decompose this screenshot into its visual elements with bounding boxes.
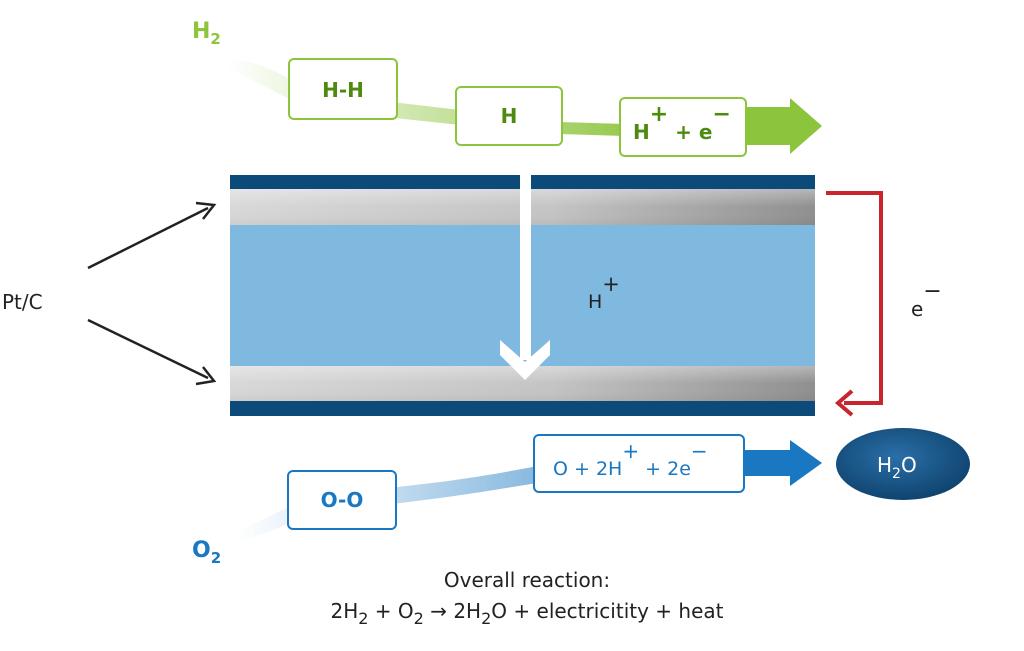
external-circuit: e− [826, 191, 942, 417]
reduction-electron-charge: − [691, 439, 708, 463]
reduction-o-2h: O + 2H [553, 458, 622, 480]
oxygen-arrow-head [745, 440, 822, 486]
proton-h: H [633, 120, 650, 144]
water-h: H [877, 453, 892, 477]
h-h-box [288, 58, 398, 120]
overall-reaction: Overall reaction: 2H2 + O2 → 2H2O + elec… [331, 568, 724, 628]
hydrogen-flow-band [225, 58, 625, 136]
catalyst-callout: Pt/C [2, 201, 217, 386]
water-subscript: 2 [892, 466, 901, 482]
proton-electron-label: H+ + e− [633, 102, 731, 144]
catalyst-pointer-top-head [195, 201, 217, 220]
water-bubble [836, 428, 970, 500]
reduction-box [533, 434, 745, 493]
water-o: O [901, 453, 917, 477]
o2-subscript: 2 [211, 549, 221, 567]
proton-symbol-charge: + [602, 272, 620, 296]
eq-water-sub: 2 [481, 609, 491, 628]
membrane-assembly: H+ [230, 175, 815, 416]
h2-base: H [192, 19, 210, 44]
eq-o-sub: 2 [414, 609, 424, 628]
proton-label: H+ [588, 272, 620, 313]
o-o-box [287, 470, 397, 530]
reduction-2e: + 2e [639, 458, 691, 480]
anode-plate-left [230, 175, 520, 189]
eq-2h: 2H [331, 599, 359, 623]
hydrogen-molecule-label: H2 [192, 19, 221, 48]
plus-e: + e [668, 120, 712, 144]
oxygen-path: O2 O-O O + 2H+ + 2e− [192, 434, 822, 567]
reduction-proton-charge: + [622, 439, 639, 463]
hydrogen-path: H2 H-H H H+ + e− [192, 19, 822, 157]
catalyst-pointer-bottom-head [195, 366, 217, 386]
proton-arrow-gap [520, 175, 531, 189]
anode-plate-right [531, 175, 815, 189]
proton-arrow-head [500, 340, 550, 380]
hydrogen-arrow-head [745, 98, 822, 154]
eq-2h-sub: 2 [358, 609, 368, 628]
eq-products: O + electricitity + heat [491, 599, 723, 623]
o2-base: O [192, 538, 211, 563]
h-atom-label: H [501, 104, 518, 128]
water-label: H2O [877, 453, 917, 482]
electron-symbol-charge: − [923, 279, 941, 304]
water-product: H2O [836, 428, 970, 500]
reduction-label: O + 2H+ + 2e− [553, 439, 708, 480]
cathode-plate [230, 401, 815, 416]
o-o-label: O-O [321, 488, 364, 512]
catalyst-pointer-bottom [87, 318, 209, 380]
catalyst-pointer-top [87, 206, 209, 270]
electron-charge: − [712, 102, 730, 127]
eq-o: + O [368, 599, 413, 623]
h2-subscript: 2 [210, 30, 220, 48]
h-atom-box [455, 86, 563, 146]
electron-label: e− [911, 279, 942, 321]
circuit-wire [826, 191, 883, 405]
circuit-arrow-head [834, 389, 854, 417]
catalyst-label: Pt/C [2, 290, 43, 314]
electron-symbol: e [911, 297, 923, 321]
oxygen-molecule-label: O2 [192, 538, 221, 567]
overall-reaction-equation: 2H2 + O2 → 2H2O + electricitity + heat [331, 599, 724, 628]
overall-reaction-title: Overall reaction: [444, 568, 610, 592]
eq-arrow: → 2H [424, 599, 481, 623]
proton-symbol: H [588, 291, 602, 313]
proton-electron-box [619, 97, 747, 157]
h-h-label: H-H [322, 78, 364, 102]
proton-charge: + [650, 102, 668, 127]
proton-arrow-shaft [520, 189, 531, 360]
